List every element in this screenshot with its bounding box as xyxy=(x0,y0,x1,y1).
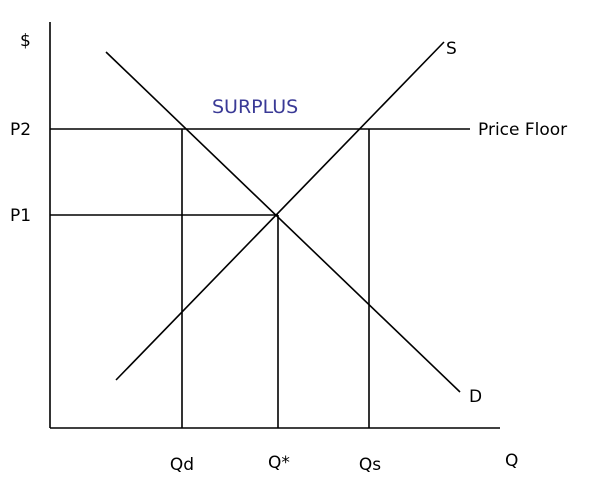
demand-curve xyxy=(105,51,461,393)
qd-label: Qd xyxy=(170,455,194,475)
price-floor-label: Price Floor xyxy=(478,120,567,140)
y-axis-label: $ xyxy=(20,31,31,51)
demand-label: D xyxy=(469,387,482,407)
supply-curve xyxy=(115,41,445,381)
surplus-label: SURPLUS xyxy=(212,96,298,118)
x-axis-label: Q xyxy=(505,451,518,471)
qstar-label: Q* xyxy=(268,453,290,473)
qs-label: Qs xyxy=(359,455,381,475)
supply-label: S xyxy=(446,39,457,59)
p1-label: P1 xyxy=(10,206,31,226)
p2-label: P2 xyxy=(10,120,31,140)
